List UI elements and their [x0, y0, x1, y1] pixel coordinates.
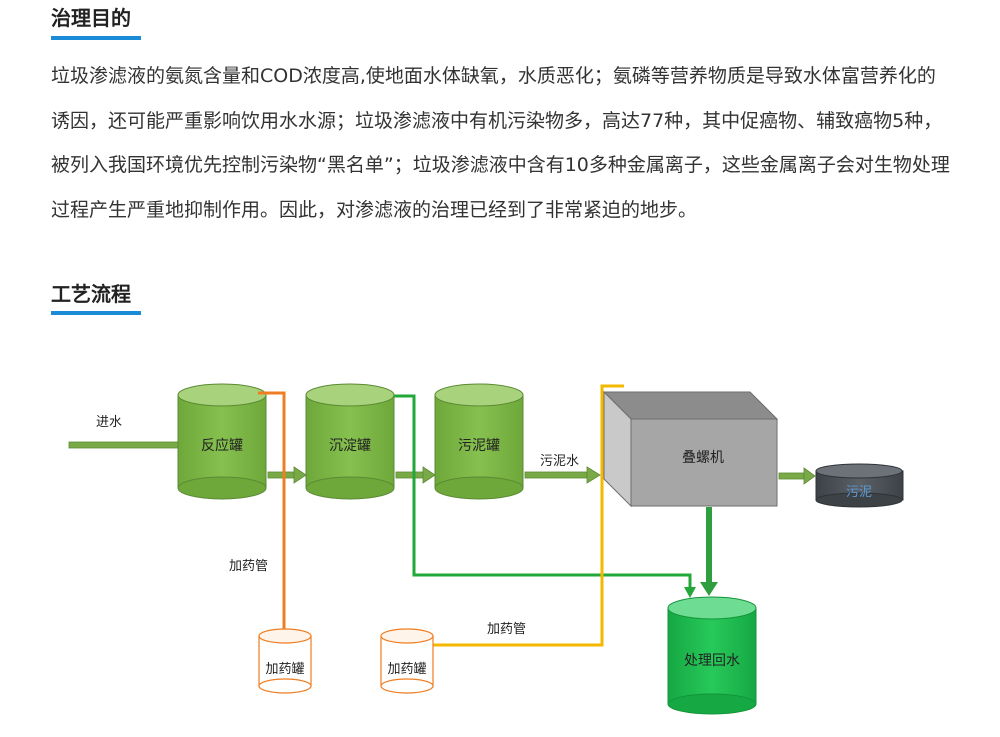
screw-press-label: 叠螺机 — [682, 450, 724, 466]
sludge-out-label: 污泥 — [846, 485, 872, 500]
sludge-tank-label: 污泥罐 — [458, 438, 500, 454]
dosing-tank-2 — [380, 628, 434, 694]
treated-water-label: 处理回水 — [684, 653, 740, 669]
inlet-label: 进水 — [96, 415, 122, 430]
arrow-press-to-treated-water — [700, 507, 718, 596]
arrow-press-to-sludge — [778, 467, 816, 485]
title-underline-process — [51, 311, 141, 315]
dosing-pipe-orange — [258, 391, 286, 636]
dosing-pipe-label-2: 加药管 — [487, 622, 526, 637]
dosing-tank-label-1: 加药罐 — [265, 662, 304, 677]
purpose-paragraph: 垃圾渗滤液的氨氮含量和COD浓度高,使地面水体缺氧，水质恶化；氨磷等营养物质是导… — [51, 65, 950, 221]
settling-overflow-line — [394, 394, 696, 598]
inlet-pipe — [68, 441, 181, 449]
sludge-container — [815, 463, 904, 508]
reaction-tank-label: 反应罐 — [201, 437, 243, 454]
settling-tank-label: 沉淀罐 — [329, 438, 371, 454]
dosing-tank-1 — [258, 628, 312, 694]
treated-water-tank — [667, 596, 757, 715]
dosing-pipe-label-1: 加药管 — [229, 559, 268, 574]
arrow-sludge-to-press — [524, 466, 601, 484]
reaction-tank — [177, 383, 267, 500]
sludge-water-label: 污泥水 — [540, 454, 579, 469]
arrow-reaction-to-settling — [267, 466, 307, 484]
dosing-tank-label-2: 加药罐 — [387, 662, 426, 677]
sludge-tank — [434, 383, 524, 500]
arrow-settling-to-sludge — [395, 466, 436, 484]
dosing-pipe-yellow — [433, 384, 624, 647]
section-title-process: 工艺流程 — [51, 282, 131, 306]
settling-tank — [305, 383, 395, 500]
section-title-purpose: 治理目的 — [51, 6, 131, 30]
title-underline-purpose — [51, 36, 141, 40]
screw-press-machine — [602, 390, 779, 508]
